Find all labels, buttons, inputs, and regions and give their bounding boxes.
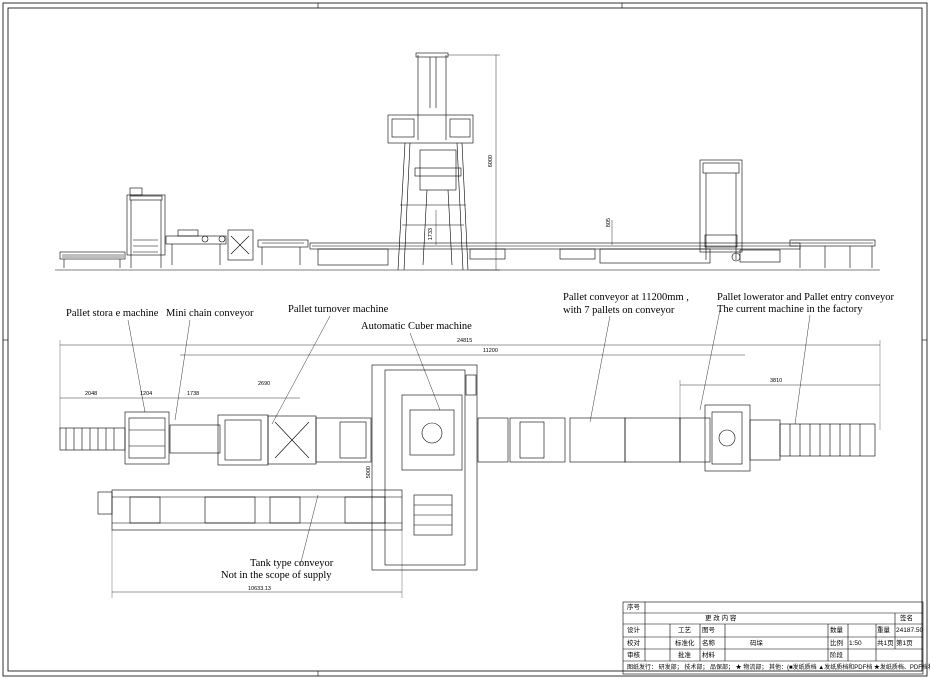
tb-footer: 图纸发行： 研发部； 技术部； 品保部； ★ 物流部； 其他：(■发纸质档 ▲发… — [627, 665, 930, 671]
label-pallet-conveyor-line1: Pallet conveyor at 11200mm , — [563, 292, 689, 303]
label-tank-conveyor: Tank type conveyor — [250, 558, 334, 569]
tb-check: 校对 — [627, 640, 640, 647]
tb-drawing-no: 图号 — [702, 627, 715, 634]
tb-name-value: 码垛 — [750, 640, 763, 647]
tb-process: 工艺 — [678, 627, 691, 634]
tb-design: 设计 — [627, 627, 640, 634]
tb-name: 名称 — [702, 640, 715, 647]
label-pallet-conveyor-line2: with 7 pallets on conveyor — [563, 305, 675, 316]
dim-span: 11200 — [483, 348, 498, 354]
label-mini-chain-conveyor: Mini chain conveyor — [166, 308, 254, 319]
tb-page: 第1页 — [896, 640, 913, 647]
dim-height-mid: 1733 — [428, 228, 434, 241]
dim-d2: 1204 — [140, 391, 153, 397]
tb-total-pages: 共1页 — [877, 640, 894, 647]
tb-change: 更 改 内 容 — [705, 615, 737, 622]
plan-view — [59, 309, 881, 598]
tb-scale-value: 1:50 — [849, 640, 862, 647]
tb-sign: 签名 — [900, 615, 913, 622]
elevation-view — [55, 52, 880, 271]
title-block-grid — [622, 601, 924, 675]
label-lowerator-line2: The current machine in the factory — [717, 304, 863, 315]
tb-audit: 审核 — [627, 652, 640, 659]
dim-bottom: 10633.13 — [248, 586, 271, 592]
label-pallet-storage: Pallet stora e machine — [66, 308, 159, 319]
tb-material: 材料 — [702, 652, 715, 659]
tb-weight: 重量 — [877, 627, 890, 634]
tb-scale: 比例 — [830, 640, 843, 647]
tb-stage: 阶段 — [830, 652, 843, 659]
tb-weight-value: 24187.50 — [896, 627, 924, 634]
tb-approve: 批准 — [678, 652, 691, 659]
dim-d3: 1738 — [187, 391, 200, 397]
dim-d1: 2048 — [85, 391, 98, 397]
dim-overall: 24815 — [457, 338, 473, 344]
label-pallet-turnover: Pallet turnover machine — [288, 304, 389, 315]
tb-seq: 序号 — [627, 604, 640, 611]
dim-depth: 5000 — [366, 466, 372, 479]
dim-height-right: 805 — [606, 218, 612, 228]
dim-height-total: 6000 — [488, 155, 494, 168]
tb-standard: 标准化 — [675, 640, 695, 647]
label-tank-not-in-scope: Not in the scope of supply — [221, 570, 332, 581]
tb-quantity: 数量 — [830, 627, 843, 634]
dim-d5: 3810 — [770, 378, 783, 384]
label-cuber-machine: Automatic Cuber machine — [361, 321, 472, 332]
dim-d4: 2690 — [258, 381, 271, 387]
label-lowerator-line1: Pallet lowerator and Pallet entry convey… — [717, 292, 894, 303]
